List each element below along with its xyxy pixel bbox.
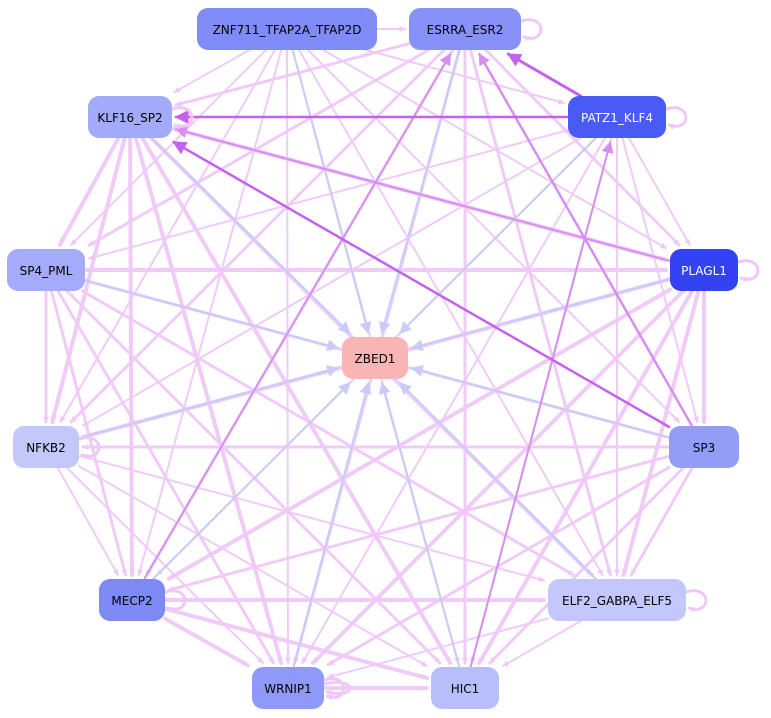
edge-patz1_klf4-to-zbed1	[399, 137, 597, 334]
node-nfkb2[interactable]: NFKB2	[13, 426, 79, 468]
node-label: ZBED1	[355, 352, 396, 366]
node-label: SP3	[693, 441, 716, 455]
edge-klf16_sp2-to-zbed1	[150, 137, 351, 334]
node-label: PLAGL1	[681, 264, 727, 278]
node-zbed1[interactable]: ZBED1	[342, 337, 408, 379]
edge-klf16_sp2-to-wrnip1	[133, 136, 284, 665]
edge-mecp2-to-wrnip1	[163, 616, 250, 668]
node-box	[88, 96, 172, 138]
edge-nfkb2-to-zbed1	[78, 365, 340, 440]
node-patz1-klf4[interactable]: PATZ1_KLF4	[568, 96, 666, 138]
node-box	[342, 337, 408, 379]
edge-sp3-to-elf2_gabpa_elf5	[629, 466, 694, 577]
edge-sp4_pml-to-elf2_gabpa_elf5	[80, 289, 576, 577]
edge-hic1-to-zbed1	[378, 381, 461, 668]
node-label: ZNF711_TFAP2A_TFAP2D	[213, 23, 362, 37]
edge-plagl1-to-zbed1	[410, 278, 671, 352]
edge-plagl1-to-elf2_gabpa_elf5	[621, 289, 701, 577]
edge-znf711_tfap2a_tfap2d-to-klf16_sp2	[173, 49, 251, 93]
self-loop-wrnip1-outer	[322, 680, 352, 697]
edge-plagl1-to-klf16_sp2	[174, 126, 671, 262]
node-box	[431, 667, 499, 709]
edge-mecp2-to-hic1	[163, 606, 429, 680]
edge-esrra_esr2-to-zbed1	[378, 49, 461, 335]
node-box	[670, 249, 738, 291]
node-box	[99, 579, 165, 621]
self-loop-elf2_gabpa_elf5	[684, 589, 708, 613]
node-box	[548, 579, 686, 621]
node-box	[197, 8, 377, 50]
node-label: WRNIP1	[264, 682, 312, 696]
edge-patz1_klf4-to-plagl1	[627, 137, 691, 246]
node-box	[13, 426, 79, 468]
edge-znf711_tfap2a_tfap2d-to-zbed1	[291, 49, 372, 335]
node-box	[669, 426, 739, 468]
edge-nfkb2-to-elf2_gabpa_elf5	[78, 454, 545, 582]
node-box	[409, 8, 521, 50]
edge-sp3-to-wrnip1	[326, 465, 671, 667]
node-wrnip1[interactable]: WRNIP1	[252, 667, 324, 709]
edge-wrnip1-to-zbed1	[292, 381, 372, 668]
edge-nfkb2-to-wrnip1	[66, 467, 264, 664]
edge-sp3-to-klf16_sp2	[172, 140, 671, 429]
edge-mecp2-to-esrra_esr2	[143, 52, 452, 580]
edge-nfkb2-to-mecp2	[56, 467, 119, 576]
self-loop-patz1_klf4	[664, 106, 688, 130]
edge-patz1_klf4-to-nfkb2	[82, 137, 582, 427]
edge-sp3-to-mecp2	[167, 454, 671, 592]
edge-elf2_gabpa_elf5-to-wrnip1	[327, 617, 549, 679]
edge-sp4_pml-to-zbed1	[84, 279, 340, 352]
edge-esrra_esr2-to-nfkb2	[69, 48, 446, 424]
self-loop-plagl1	[736, 259, 760, 283]
node-label: MECP2	[111, 594, 152, 608]
edges-layer	[43, 18, 760, 701]
edge-esrra_esr2-to-klf16_sp2	[174, 42, 411, 107]
edge-esrra_esr2-to-plagl1	[484, 48, 681, 247]
node-hic1[interactable]: HIC1	[431, 667, 499, 709]
node-plagl1[interactable]: PLAGL1	[670, 249, 738, 291]
self-loop-mecp2	[163, 589, 187, 613]
self-loop-klf16_sp2	[170, 106, 194, 130]
node-label: HIC1	[451, 682, 480, 696]
node-esrra-esr2[interactable]: ESRRA_ESR2	[409, 8, 521, 50]
node-sp4-pml[interactable]: SP4_PML	[7, 249, 85, 291]
self-loop-wrnip1	[322, 677, 346, 701]
node-sp3[interactable]: SP3	[669, 426, 739, 468]
self-loop-nfkb2	[77, 436, 101, 460]
node-label: SP4_PML	[20, 264, 73, 278]
edge-klf16_sp2-to-sp4_pml	[57, 136, 121, 247]
edge-znf711_tfap2a_tfap2d-to-nfkb2	[59, 49, 276, 423]
edge-elf2_gabpa_elf5-to-hic1	[502, 620, 582, 667]
edge-mecp2-to-zbed1	[152, 382, 351, 580]
edge-patz1_klf4-to-sp4_pml	[88, 129, 569, 260]
self-loop-esrra_esr2	[519, 18, 543, 42]
edge-esrra_esr2-to-sp4_pml	[87, 48, 430, 247]
node-label: PATZ1_KLF4	[581, 111, 653, 125]
edge-nfkb2-to-hic1	[78, 464, 428, 668]
edge-znf711_tfap2a_tfap2d-to-elf2_gabpa_elf5	[298, 49, 604, 576]
edge-sp3-to-hic1	[488, 466, 685, 665]
edge-plagl1-to-mecp2	[167, 287, 672, 581]
edge-znf711_tfap2a_tfap2d-to-mecp2	[137, 49, 283, 576]
node-label: ESRRA_ESR2	[427, 23, 504, 37]
edge-znf711_tfap2a_tfap2d-to-wrnip1	[284, 49, 291, 664]
edge-patz1_klf4-to-esrra_esr2	[506, 52, 583, 98]
node-box	[7, 249, 85, 291]
node-znf711-tfap2a-tfap2d[interactable]: ZNF711_TFAP2A_TFAP2D	[197, 8, 377, 50]
node-label: NFKB2	[26, 441, 66, 455]
node-box	[252, 667, 324, 709]
edge-znf711_tfap2a_tfap2d-to-sp4_pml	[70, 49, 267, 246]
node-elf2-gabpa-elf5[interactable]: ELF2_GABPA_ELF5	[548, 579, 686, 621]
node-klf16-sp2[interactable]: KLF16_SP2	[88, 96, 172, 138]
node-label: ELF2_GABPA_ELF5	[562, 594, 672, 608]
node-label: KLF16_SP2	[97, 111, 162, 125]
node-mecp2[interactable]: MECP2	[99, 579, 165, 621]
edge-elf2_gabpa_elf5-to-zbed1	[399, 382, 597, 580]
node-box	[568, 96, 666, 138]
edge-hic1-to-patz1_klf4	[469, 140, 614, 668]
